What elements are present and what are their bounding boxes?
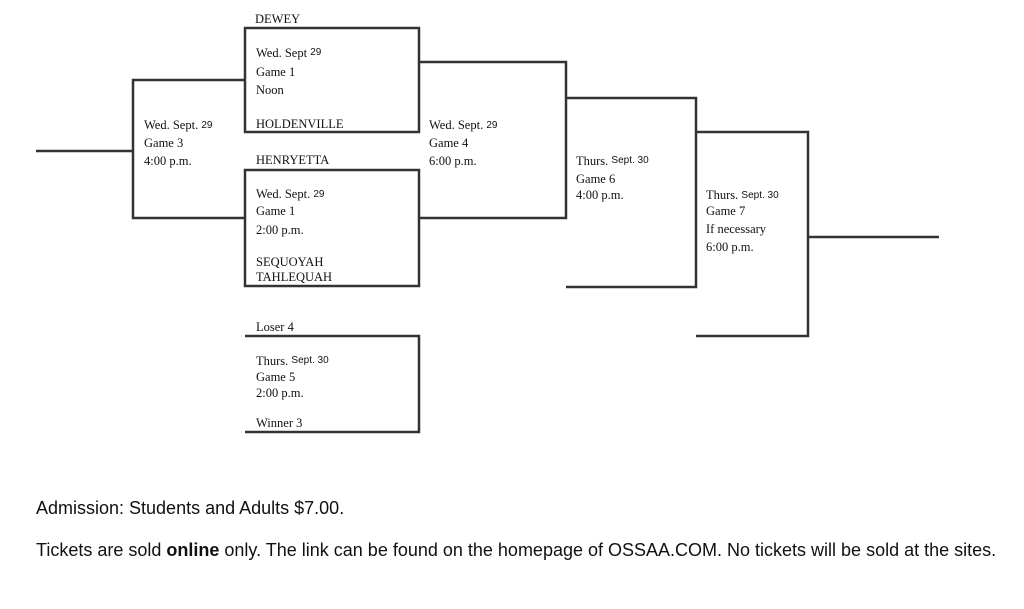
- game7-time: 6:00 p.m.: [706, 240, 754, 254]
- game7-bracket: [696, 130, 810, 338]
- game5-day: Thurs. Sept. 30: [256, 354, 329, 368]
- game4-bracket: [419, 60, 568, 220]
- loser-4-label: Loser 4: [256, 320, 294, 334]
- team-holdenville: HOLDENVILLE: [256, 117, 344, 131]
- game5-time: 2:00 p.m.: [256, 386, 304, 400]
- game1a-box: [243, 26, 421, 134]
- game4-date: 29: [486, 120, 498, 131]
- game3-day: Wed. Sept. 29: [144, 118, 213, 132]
- game7-game: Game 7: [706, 204, 746, 218]
- game6-bracket: [566, 96, 698, 289]
- winner-3-label: Winner 3: [256, 416, 303, 430]
- game5-box: [245, 334, 421, 434]
- game5-game: Game 5: [256, 370, 296, 384]
- game3-game: Game 3: [144, 136, 184, 150]
- game3-date: 29: [201, 120, 213, 131]
- tickets-online-emphasis: online: [166, 540, 220, 560]
- game1b-game: Game 1: [256, 204, 296, 218]
- game1b-day: Wed. Sept. 29: [256, 187, 325, 201]
- game1b-date: 29: [313, 189, 325, 200]
- tickets-text-post: only. The link can be found on the homep…: [219, 540, 997, 560]
- admission-note: Admission: Students and Adults $7.00.: [36, 498, 345, 518]
- game6-day: Thurs. Sept. 30: [576, 154, 649, 168]
- game7-day: Thurs. Sept. 30: [706, 188, 779, 202]
- game7-note: If necessary: [706, 222, 767, 236]
- game1a-day: Wed. Sept 29: [256, 46, 322, 60]
- game6-time: 4:00 p.m.: [576, 188, 624, 202]
- game1a-date: 29: [310, 47, 322, 58]
- game1a-time: Noon: [256, 83, 284, 97]
- game1b-box: [243, 168, 421, 288]
- team-sequoyah: SEQUOYAH: [256, 255, 324, 269]
- game6-date: Sept. 30: [611, 155, 649, 166]
- tickets-note: Tickets are sold online only. The link c…: [36, 538, 1006, 563]
- team-tahlequah: TAHLEQUAH: [256, 270, 333, 284]
- bracket-lines: [36, 26, 939, 434]
- team-dewey: DEWEY: [255, 12, 301, 26]
- tickets-text-pre: Tickets are sold: [36, 540, 167, 560]
- game1b-time: 2:00 p.m.: [256, 223, 304, 237]
- game3-bracket: [131, 78, 245, 220]
- game3-time: 4:00 p.m.: [144, 154, 192, 168]
- team-henryetta: HENRYETTA: [256, 153, 330, 167]
- game4-game: Game 4: [429, 136, 469, 150]
- game6-game: Game 6: [576, 172, 616, 186]
- game5-date: Sept. 30: [291, 355, 329, 366]
- game4-time: 6:00 p.m.: [429, 154, 477, 168]
- game1a-game: Game 1: [256, 65, 296, 79]
- game4-day: Wed. Sept. 29: [429, 118, 498, 132]
- game7-date: Sept. 30: [741, 190, 779, 201]
